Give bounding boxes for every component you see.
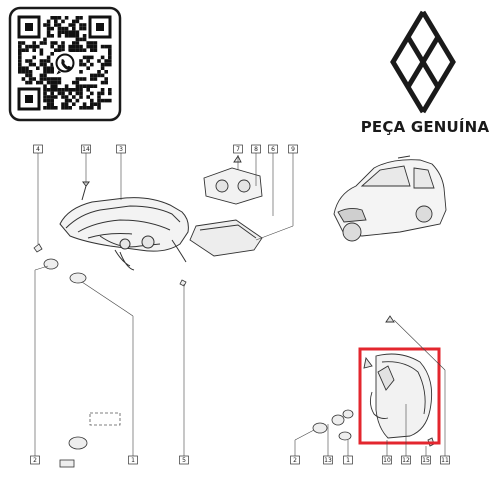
callout-left-top-0: 4 — [33, 144, 43, 154]
whatsapp-icon — [53, 51, 77, 75]
svg-text:10: 10 — [383, 457, 391, 464]
svg-text:7: 7 — [236, 146, 240, 153]
callout-left-top-1: 14 — [81, 144, 91, 154]
svg-text:1: 1 — [346, 457, 350, 464]
headlamp-assembly — [59, 181, 189, 271]
callout-left-top-3: 7 — [233, 144, 243, 154]
svg-text:4: 4 — [36, 146, 40, 153]
svg-text:12: 12 — [402, 457, 410, 464]
callout-right-bottom-6: 11 — [440, 455, 450, 465]
callout-left-top-6: 9 — [288, 144, 298, 154]
svg-text:14: 14 — [82, 146, 90, 153]
leader-lines-right — [294, 319, 446, 456]
svg-text:8: 8 — [254, 146, 258, 153]
dashed-accessory — [59, 412, 121, 468]
callout-left-top-4: 8 — [251, 144, 261, 154]
svg-text:3: 3 — [119, 146, 123, 153]
svg-text:15: 15 — [422, 457, 430, 464]
callout-left-top-2: 3 — [116, 144, 126, 154]
callout-left-bottom-1: 1 — [128, 455, 138, 465]
callout-right-bottom-0: 2 — [290, 455, 300, 465]
callout-right-bottom-2: 1 — [343, 455, 353, 465]
svg-text:9: 9 — [291, 146, 295, 153]
svg-text:2: 2 — [293, 457, 297, 464]
callout-left-bottom-2: 5 — [179, 455, 189, 465]
callout-right-bottom-4: 12 — [401, 455, 411, 465]
callout-right-bottom-3: 10 — [382, 455, 392, 465]
callout-left-bottom-0: 2 — [30, 455, 40, 465]
fog-lamp-unit — [203, 155, 263, 205]
svg-text:13: 13 — [324, 457, 332, 464]
rear-bulb-sockets — [312, 409, 354, 441]
svg-text:11: 11 — [441, 457, 449, 464]
qr-code[interactable] — [8, 6, 122, 122]
side-lens — [189, 219, 263, 257]
callout-left-top-5: 6 — [268, 144, 278, 154]
svg-text:2: 2 — [33, 457, 37, 464]
bulb-socket-parts — [33, 243, 187, 287]
genuine-part-label: PEÇA GENUÍNA — [361, 117, 490, 136]
car-illustration — [333, 155, 447, 242]
renault-diamond-logo — [390, 10, 456, 114]
svg-text:1: 1 — [131, 457, 135, 464]
svg-text:6: 6 — [271, 146, 275, 153]
callout-right-bottom-5: 15 — [421, 455, 431, 465]
callout-right-bottom-1: 13 — [323, 455, 333, 465]
leader-lines-left — [34, 153, 294, 456]
rear-lamp — [363, 315, 435, 447]
svg-text:5: 5 — [182, 457, 186, 464]
highlight-box — [358, 347, 441, 445]
